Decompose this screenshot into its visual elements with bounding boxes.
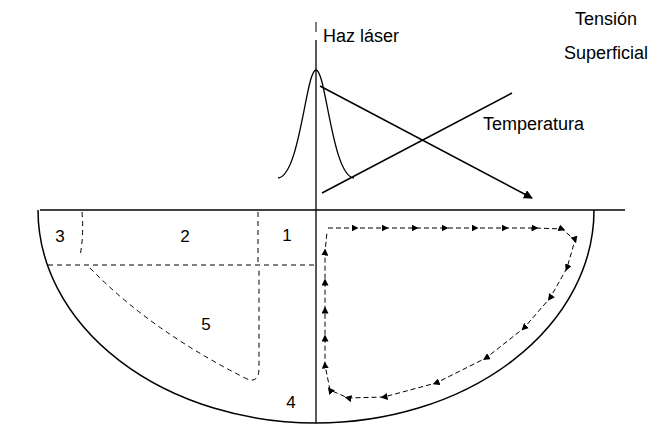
beam-axis — [315, 40, 316, 423]
zone-boundary — [80, 212, 83, 256]
callout-number: 3 — [50, 227, 70, 247]
callout-number: 4 — [281, 393, 301, 413]
callout-number: 2 — [175, 227, 195, 247]
zone-boundary — [258, 212, 259, 265]
gaussian-profile — [278, 70, 354, 178]
callout-number: 1 — [277, 226, 297, 246]
zone-boundary — [48, 265, 316, 266]
marangoni-flow-loop — [325, 228, 575, 398]
zone-boundary — [90, 268, 259, 380]
tension-trend-arrow — [320, 86, 532, 198]
surface-line — [40, 209, 625, 211]
temperature-trend-line — [322, 93, 512, 193]
callout-number: 5 — [196, 315, 216, 335]
tension-label: Tensión Superficial — [547, 2, 665, 70]
beam-label: Haz láser — [323, 26, 399, 48]
temperature-label: Temperatura — [483, 114, 584, 136]
axis-dash — [316, 22, 317, 32]
